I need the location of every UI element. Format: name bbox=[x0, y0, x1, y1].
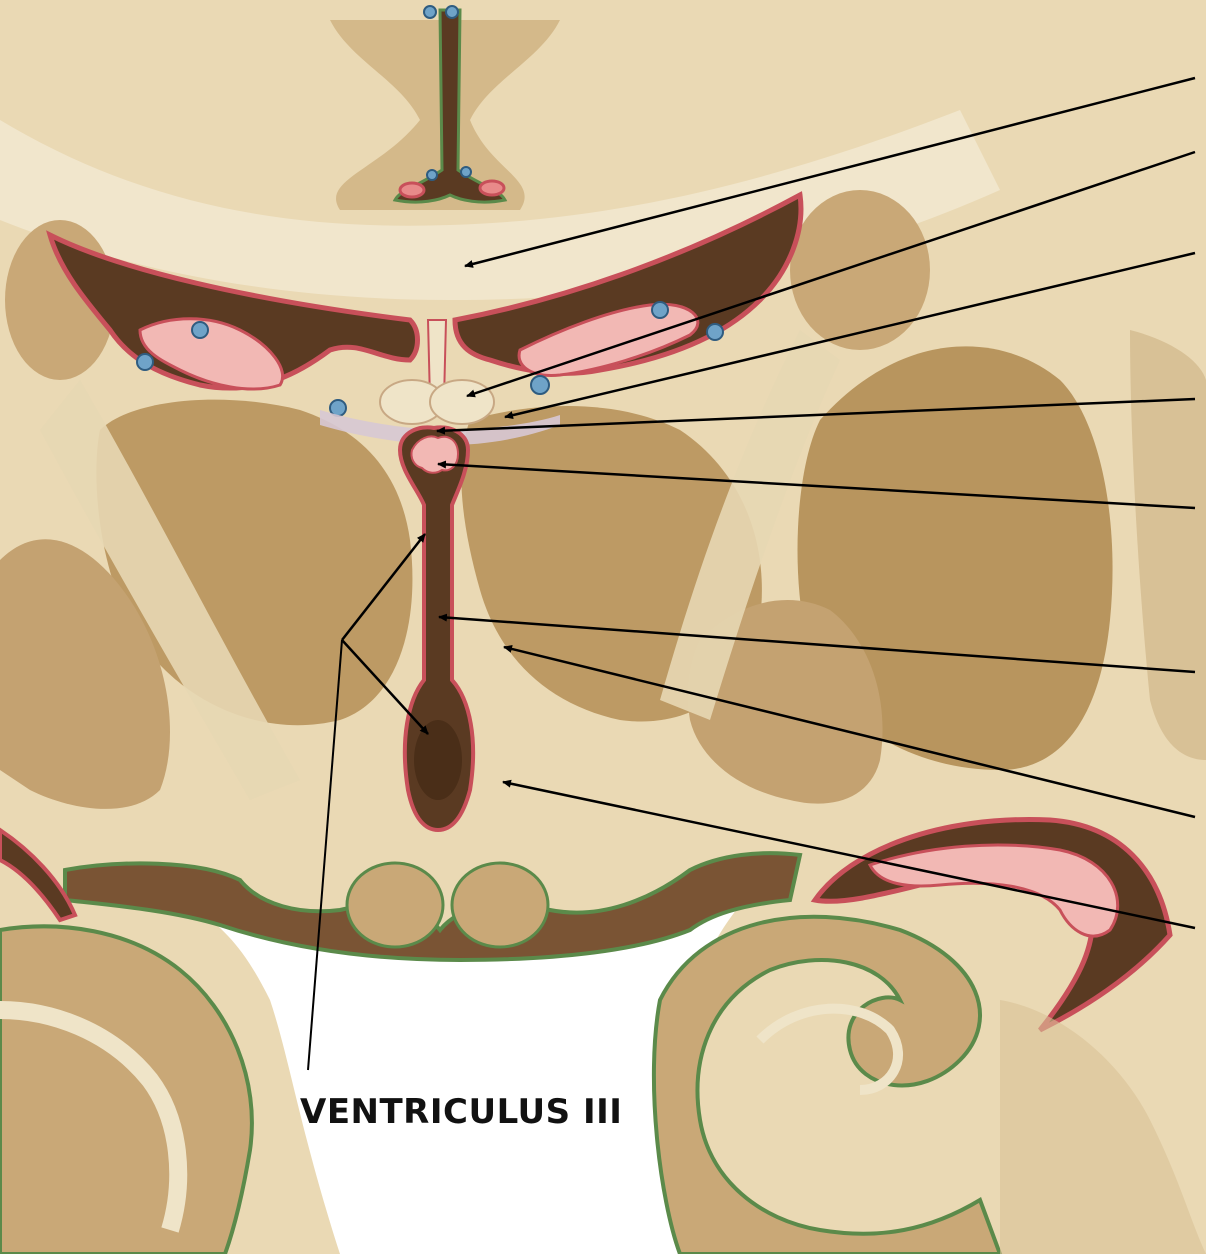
vessel-blue bbox=[707, 324, 723, 340]
optic-tract-left bbox=[347, 863, 443, 947]
vessel-blue bbox=[531, 376, 549, 394]
vessel-red bbox=[400, 183, 424, 197]
fornix-right bbox=[430, 380, 494, 424]
vessel-blue bbox=[652, 302, 668, 318]
vessel-red bbox=[480, 181, 504, 195]
vessel-blue bbox=[427, 170, 437, 180]
vessel-blue bbox=[137, 354, 153, 370]
vessel-blue bbox=[461, 167, 471, 177]
vessel-blue bbox=[192, 322, 208, 338]
label-ventriculus-iii: VENTRICULUS III bbox=[300, 1092, 640, 1132]
choroid-plexus-third-ventricle bbox=[411, 437, 458, 473]
caudate-right bbox=[790, 190, 930, 350]
vessel-blue bbox=[446, 6, 458, 18]
third-ventricle-recess bbox=[414, 720, 462, 800]
vessel-blue bbox=[424, 6, 436, 18]
optic-tract-right bbox=[452, 863, 548, 947]
